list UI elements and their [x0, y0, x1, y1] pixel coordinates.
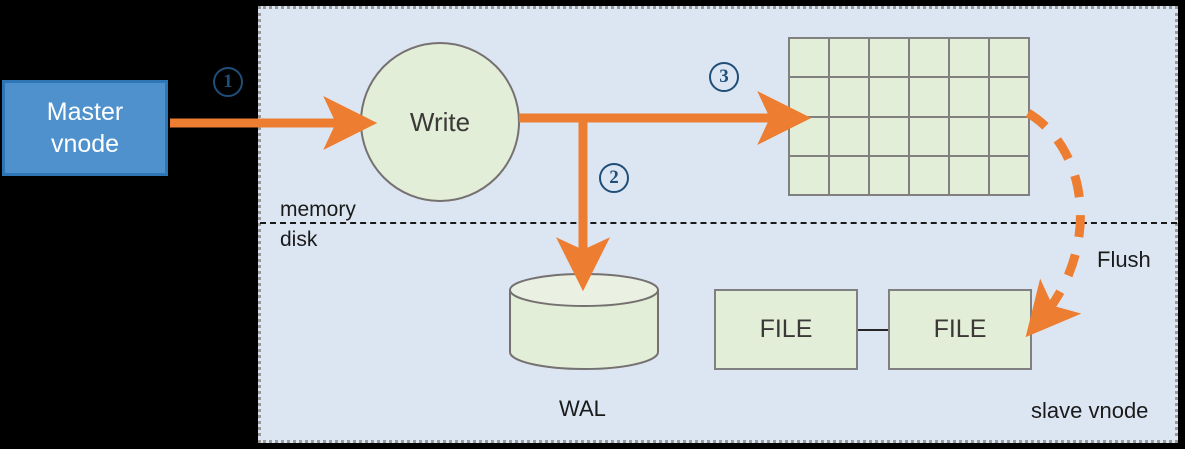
memtable-cell — [790, 39, 828, 77]
memory-disk-divider — [260, 222, 1177, 224]
memtable-cell — [990, 156, 1028, 194]
memtable-cell — [950, 156, 988, 194]
memtable-cell — [830, 117, 868, 155]
slave-vnode-label: slave vnode — [1031, 398, 1149, 423]
memtable-cell — [790, 156, 828, 194]
flush-label: Flush — [1097, 247, 1151, 272]
memtable-grid[interactable] — [788, 37, 1030, 196]
memtable-cell — [830, 78, 868, 116]
memtable-cell — [830, 39, 868, 77]
step-badge-1: 1 — [213, 67, 243, 97]
file-link-connector — [858, 329, 888, 331]
wal-cylinder[interactable] — [508, 272, 660, 370]
memtable-cell — [870, 156, 908, 194]
step-badge-2: 2 — [599, 163, 629, 193]
memtable-cell — [910, 78, 948, 116]
master-vnode-box[interactable]: Master vnode — [2, 80, 168, 176]
step-badge-3: 3 — [709, 62, 739, 92]
memory-label: memory — [280, 198, 356, 221]
memtable-cell — [910, 117, 948, 155]
disk-label: disk — [280, 228, 318, 251]
memtable-cell — [910, 39, 948, 77]
file-box-1[interactable]: FILE — [714, 289, 858, 370]
cylinder-shape — [509, 273, 659, 370]
memtable-cell — [790, 117, 828, 155]
write-node[interactable]: Write — [360, 42, 520, 202]
memtable-cell — [910, 156, 948, 194]
memtable-cell — [950, 39, 988, 77]
memtable-cell — [870, 78, 908, 116]
memtable-cell — [870, 117, 908, 155]
memtable-cell — [950, 117, 988, 155]
memtable-cell — [830, 156, 868, 194]
memtable-cell — [950, 78, 988, 116]
wal-label: WAL — [559, 396, 606, 421]
memtable-cell — [990, 39, 1028, 77]
memtable-cell — [870, 39, 908, 77]
file-box-2[interactable]: FILE — [888, 289, 1032, 370]
memtable-cell — [790, 78, 828, 116]
memtable-cell — [990, 117, 1028, 155]
memtable-cell — [990, 78, 1028, 116]
